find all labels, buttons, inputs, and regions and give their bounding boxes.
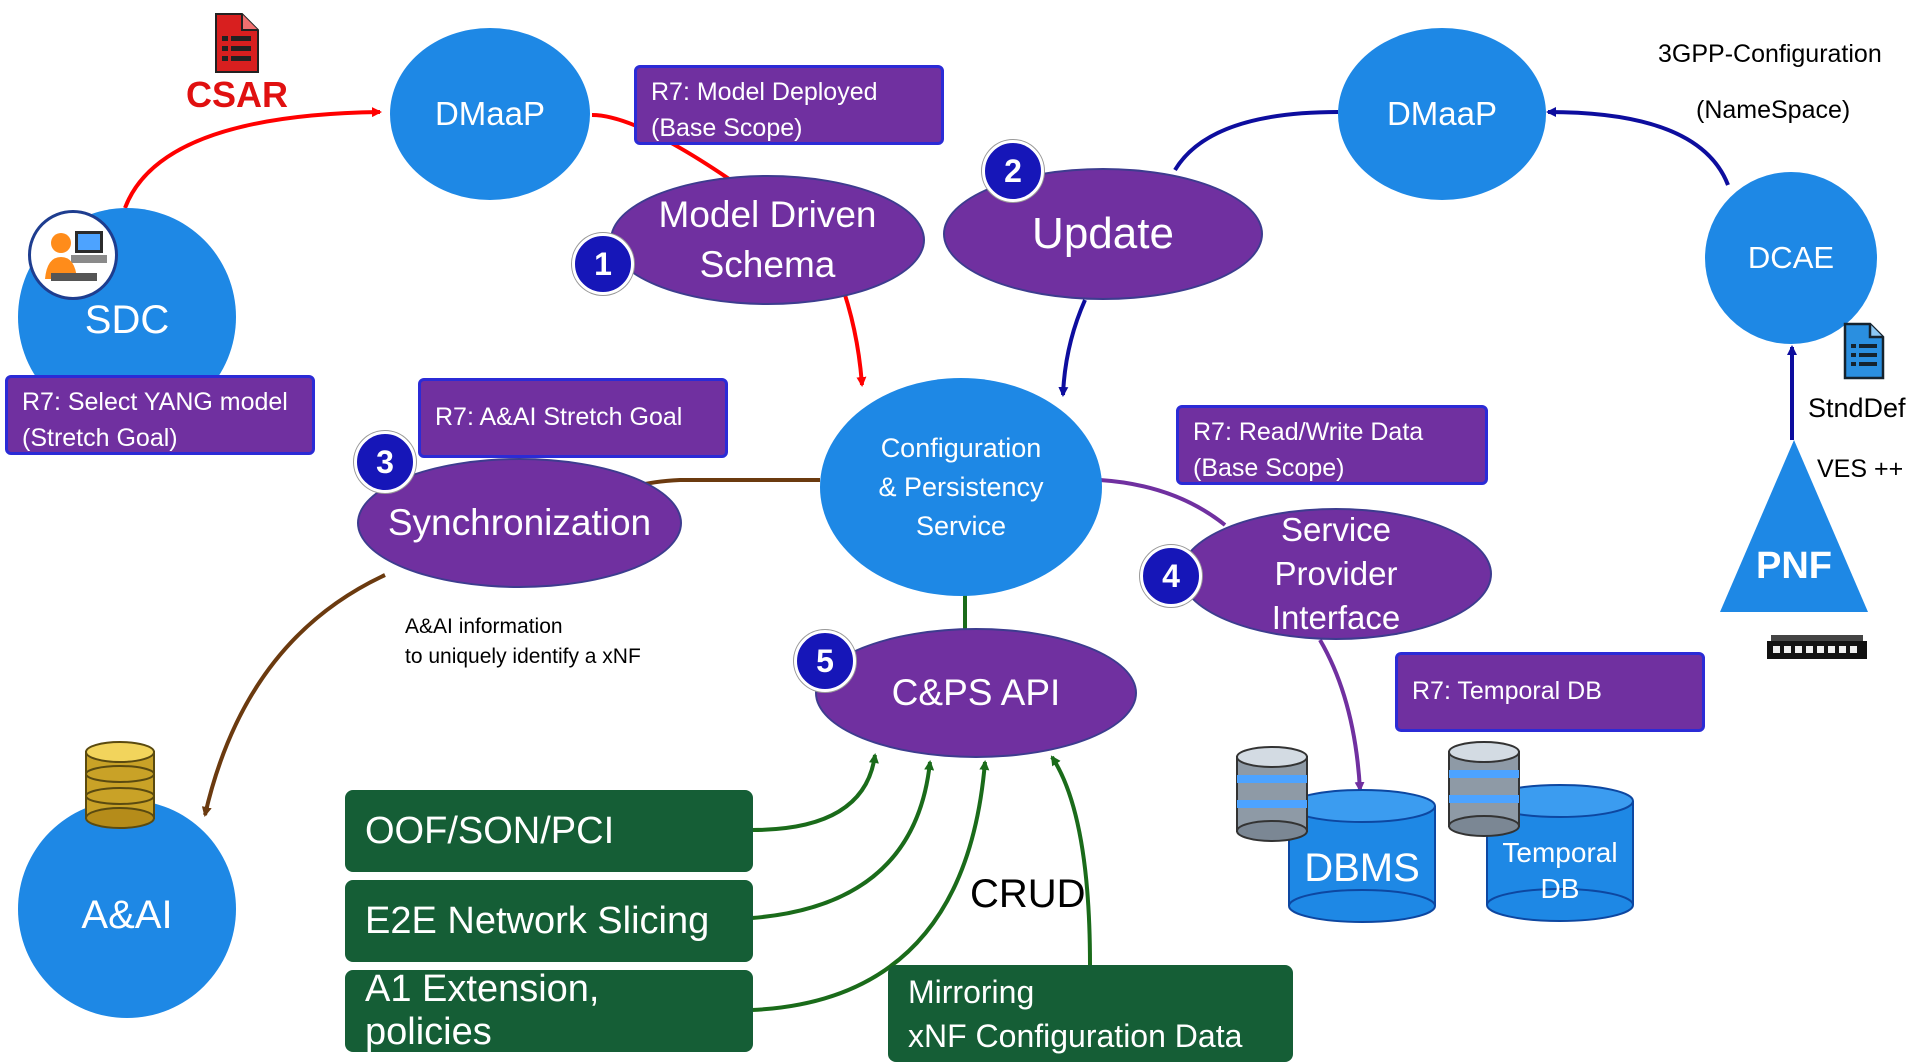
network-device-icon xyxy=(1765,633,1869,661)
cps-to-spi-line xyxy=(1099,478,1227,527)
dcae-node[interactable]: DCAE xyxy=(1705,172,1877,344)
e2e-network-slicing-box[interactable]: E2E Network Slicing xyxy=(345,880,753,962)
synchronization-node[interactable]: Synchronization xyxy=(357,458,682,588)
dbms-label: DBMS xyxy=(1304,846,1420,890)
csar-document-icon xyxy=(212,8,262,76)
sync-to-aai-arrow xyxy=(201,573,386,817)
temporal-stretch-note: R7: Temporal DB Stretch xyxy=(1395,652,1705,765)
e2e-to-api-arrow xyxy=(751,760,935,920)
synchronization-label: Synchronization xyxy=(387,502,652,543)
gold-database-icon xyxy=(80,740,160,832)
dmaap-to-update-line xyxy=(1173,110,1339,172)
oof-to-api-arrow xyxy=(751,753,879,832)
update-to-cps-arrow xyxy=(1058,299,1087,397)
service-provider-interface-node[interactable]: Service Provider Interface xyxy=(1180,508,1492,640)
cps-label: Configuration & Persistency Service xyxy=(878,432,1044,541)
pnf-label: PNF xyxy=(1756,545,1832,587)
spi-to-dbms-arrow xyxy=(1318,638,1365,792)
ves-label: VES ++ xyxy=(1817,455,1904,483)
read-write-note: R7: Read/Write Data (Base Scope) xyxy=(1176,405,1488,485)
update-label: Update xyxy=(1032,209,1174,258)
dcae-label: DCAE xyxy=(1747,240,1835,275)
dmaap-right-label: DMaaP xyxy=(1386,95,1498,132)
document-icon xyxy=(1842,320,1886,382)
a1-to-api-arrow xyxy=(751,760,990,1012)
aai-node[interactable]: A&AI xyxy=(18,800,236,1018)
model-deployed-note: R7: Model Deployed (Base Scope) xyxy=(634,65,944,145)
3gpp-configuration-label: 3GPP-Configuration xyxy=(1658,40,1882,68)
stnddef-label: StndDef xyxy=(1808,393,1906,423)
dmaap-left-label: DMaaP xyxy=(434,95,546,132)
e2e-network-slicing-label: E2E Network Slicing xyxy=(365,899,710,942)
csar-label: CSAR xyxy=(186,74,289,115)
a1-extension-box[interactable]: A1 Extension, policies xyxy=(345,968,753,1053)
cps-api-label: C&PS API xyxy=(891,672,1061,713)
temporal-db-label: Temporal DB xyxy=(1502,837,1618,904)
aai-info-label: A&AI information to uniquely identify a … xyxy=(405,615,641,668)
sdc-to-dmaap-arrow xyxy=(123,107,382,209)
model-driven-schema-label: Model Driven Schema xyxy=(658,194,877,285)
dmaap-left-node[interactable]: DMaaP xyxy=(390,28,590,200)
mirroring-box[interactable]: Mirroring xNF Configuration Data xyxy=(888,965,1293,1062)
dcae-to-dmaap-arrow xyxy=(1546,107,1730,186)
database-stack-icon xyxy=(1445,740,1523,838)
database-stack-icon xyxy=(1233,745,1311,843)
step-badge-1: 1 xyxy=(572,233,634,295)
model-driven-schema-node[interactable]: Model Driven Schema xyxy=(610,175,925,305)
pnf-node[interactable]: PNF xyxy=(1720,440,1868,612)
cps-node[interactable]: Configuration & Persistency Service xyxy=(820,378,1102,596)
a1-extension-label: A1 Extension, policies xyxy=(365,968,600,1053)
cps-api-node[interactable]: C&PS API xyxy=(815,628,1137,758)
update-node[interactable]: Update xyxy=(943,168,1263,300)
select-yang-note: R7: Select YANG model (Stretch Goal) xyxy=(5,375,315,455)
aai-label: A&AI xyxy=(81,892,173,937)
user-computer-icon xyxy=(28,210,118,300)
step-badge-4: 4 xyxy=(1140,545,1202,607)
mirroring-label: Mirroring xNF Configuration Data xyxy=(908,973,1243,1054)
crud-label: CRUD xyxy=(970,872,1086,916)
step-badge-2: 2 xyxy=(982,140,1044,202)
dmaap-right-node[interactable]: DMaaP xyxy=(1338,28,1546,200)
service-provider-interface-label: Service Provider Interface xyxy=(1271,511,1401,636)
namespace-label: (NameSpace) xyxy=(1696,96,1851,124)
step-badge-3: 3 xyxy=(354,431,416,493)
oof-son-pci-label: OOF/SON/PCI xyxy=(365,809,615,852)
sdc-label: SDC xyxy=(84,297,170,342)
aai-stretch-note: R7: A&AI Stretch Goal xyxy=(418,378,728,458)
mirroring-to-api-arrow xyxy=(1050,755,1092,966)
oof-son-pci-box[interactable]: OOF/SON/PCI xyxy=(345,790,753,872)
step-badge-5: 5 xyxy=(794,630,856,692)
